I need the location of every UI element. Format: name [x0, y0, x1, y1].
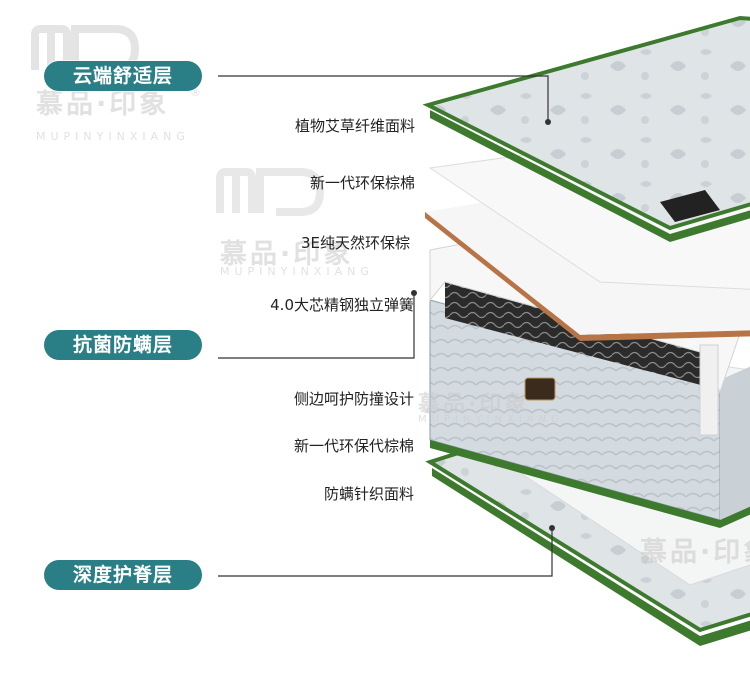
top-comfort-layer	[422, 15, 750, 231]
tier-antimite-label: 抗菌防螨层	[44, 330, 202, 360]
brand-cn-watermark-3: 慕品·印象	[418, 392, 530, 417]
material-label-3: 3E纯天然环保棕	[300, 234, 410, 252]
brand-tag	[524, 377, 556, 401]
material-label-7: 防螨针织面料	[323, 485, 414, 503]
mattress-body-front	[720, 366, 750, 520]
corner-tag	[660, 190, 720, 222]
brand-logo-watermark-2	[215, 168, 325, 222]
material-label-2: 新一代环保棕棉	[309, 174, 415, 192]
brand-cn-watermark: 慕品·印象	[36, 89, 170, 120]
brand-en-watermark: MUPINYINXIANG	[36, 130, 190, 143]
material-label-1: 植物艾草纤维面料	[294, 117, 415, 135]
material-label-5: 侧边呵护防撞设计	[293, 390, 414, 408]
tier-comfort-label: 云端舒适层	[44, 61, 202, 91]
material-label-4: 4.0大芯精钢独立弹簧	[270, 296, 414, 314]
material-label-6: 新一代环保代棕棉	[293, 437, 414, 455]
tier-spine-label: 深度护脊层	[44, 560, 202, 590]
mp-logo-icon	[216, 168, 325, 216]
registered-mark: ®	[190, 86, 201, 99]
brand-cn-watermark-2: 慕品·印象	[220, 239, 354, 270]
brand-en-watermark-2: MUPINYINXIANG	[220, 265, 374, 278]
brand-cn-watermark-4: 慕品·印象	[640, 537, 750, 568]
brand-en-watermark-3: MUPINYINXIANG	[418, 414, 564, 425]
leader-lines	[218, 75, 553, 577]
